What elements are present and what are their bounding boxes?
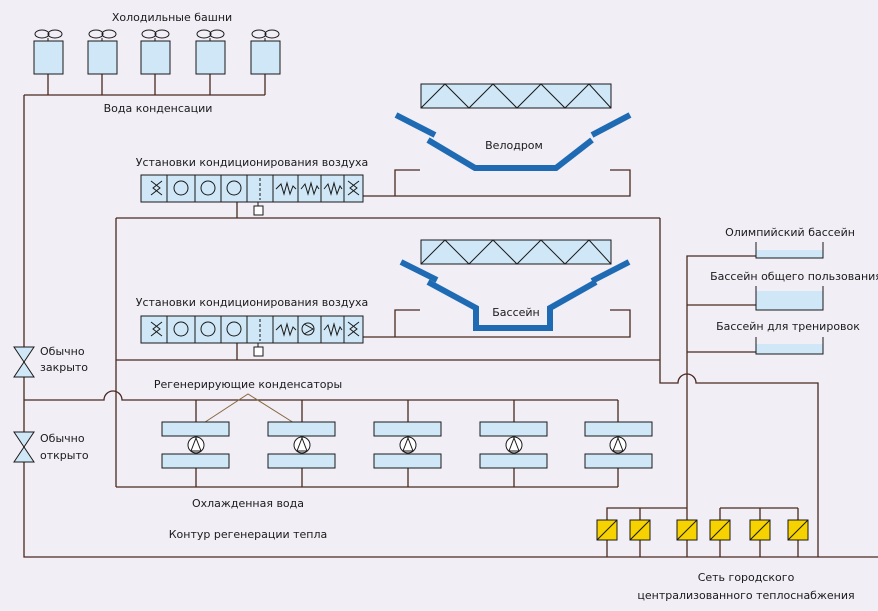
condenser-5 [584,421,653,469]
heat-exchanger-3 [676,519,698,541]
olympic-pool-label: Олимпийский бассейн [725,226,855,239]
chilled-water-label: Охлажденная вода [192,497,304,510]
district-heating-label-2: централизованного теплоснабжения [637,589,854,602]
public-pool-label: Бассейн общего пользования [710,270,878,283]
heat-exchanger-2 [629,519,651,541]
heat-exchanger-5 [749,519,771,541]
pools: Олимпийский бассейн Бассейн общего польз… [710,226,878,355]
ahu-top-label: Установки кондиционирования воздуха [136,156,368,169]
ahu-top: Установки кондиционирования воздуха [136,156,368,216]
cooling-towers-label: Холодильные башни [112,11,232,24]
heat-recovery-loop-label: Контур регенерации тепла [169,528,328,541]
valve-normally-open: Обычно открыто [13,431,89,463]
pool-label: Бассейн [492,306,540,319]
training-pool-label: Бассейн для тренировок [716,320,860,333]
regen-condensers-label: Регенерирующие конденсаторы [154,378,342,391]
cooling-tower-3 [140,29,171,75]
heat-exchanger-4 [709,519,731,541]
condenser-3 [373,421,442,469]
olympic-pool [755,242,824,259]
cooling-tower-5 [250,29,281,75]
ahu-bottom-label: Установки кондиционирования воздуха [136,296,368,309]
public-pool [755,286,824,311]
valve-open-label-1: Обычно [40,432,85,445]
heat-exchanger-1 [596,519,618,541]
district-heating-exchangers: Сеть городского централизованного теплос… [596,519,855,602]
valve-closed-label-2: закрыто [40,361,88,374]
condenser-4 [479,421,548,469]
cooling-tower-1 [33,29,64,75]
pool-arena: Бассейн [399,239,631,331]
valve-open-label-2: открыто [40,449,89,462]
valve-normally-closed: Обычно закрыто [13,345,88,378]
piping [23,74,878,558]
cooling-towers: Холодильные башни Вода конденсации [33,11,281,115]
velodrome-label: Велодром [485,139,543,152]
regenerating-condensers: Регенерирующие конденсаторы [154,378,653,541]
training-pool [755,337,824,355]
heat-exchanger-6 [787,519,809,541]
condenser-water-label: Вода конденсации [104,102,213,115]
district-heating-label-1: Сеть городского [698,571,795,584]
cooling-tower-4 [195,29,226,75]
ahu-bottom: Установки кондиционирования воздуха [136,296,368,357]
cooling-tower-2 [87,29,118,75]
condenser-2 [267,421,336,469]
velodrome: Велодром [394,83,632,171]
condenser-1 [161,421,230,469]
valve-closed-label-1: Обычно [40,345,85,358]
